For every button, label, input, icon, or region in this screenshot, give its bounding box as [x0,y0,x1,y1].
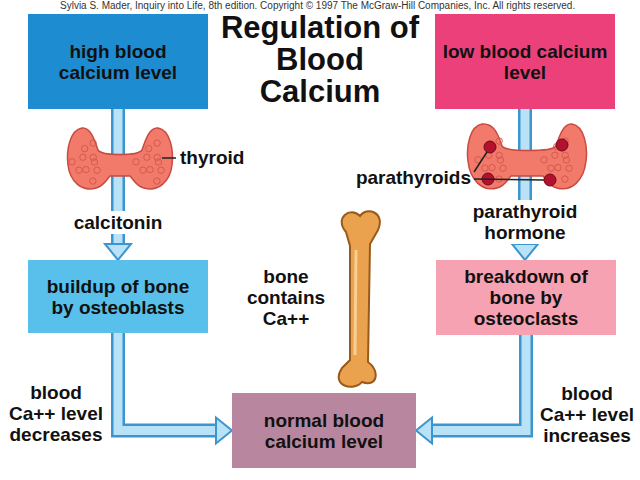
thyroid-outline [68,128,173,189]
box-text: high blood calcium level [34,41,202,83]
parathyroid-dot [544,174,556,186]
part-label: bone contains Ca++ [236,266,336,329]
box-text: normal blood calcium level [238,410,410,452]
arrow-head [416,418,432,444]
gland-texture [81,145,87,151]
part-label: thyroid [180,147,270,168]
gland-texture [90,140,96,146]
parathyroid-glands [468,124,587,189]
arrow-label: blood Ca++ level increases [537,383,637,446]
arrow-head [216,418,232,444]
gland-texture [83,166,89,172]
gland-texture [144,154,150,160]
box-text: buildup of bone by osteoblasts [34,276,202,318]
condition-box: high blood calcium level [28,14,208,109]
result-box: normal blood calcium level [232,393,416,468]
thyroid-outline [468,124,587,189]
flow-arrow [416,335,526,444]
thyroid-gland [68,128,176,189]
arrow-label: parathyroid hormone [447,200,603,244]
gland-texture [482,165,488,171]
parathyroid-dot [556,139,568,151]
gland-texture [552,152,558,158]
bone-outline [339,211,380,387]
gland-texture [548,165,554,171]
arrow-head [105,244,131,260]
gland-texture [147,166,153,172]
gland-texture [76,167,82,173]
gland-texture [69,159,75,165]
flow-arrow [118,333,232,444]
copyright-note: Sylvia S. Mader, Inquiry into Life, 8th … [60,0,635,12]
arrow-body [430,335,526,431]
gland-texture [541,157,547,163]
diagram-title: Regulation of Blood Calcium [212,12,428,108]
arrow-label: calcitonin [71,211,166,234]
gland-texture [566,165,572,171]
gland-texture [496,138,502,144]
flow-arrow [105,109,131,260]
process-box: buildup of bone by osteoblasts [28,260,208,333]
thyroid-texture [69,140,164,184]
bone-illustration [339,211,380,387]
gland-texture [562,152,568,158]
gland-texture [90,154,96,160]
gland-texture [154,154,160,160]
gland-texture [145,145,151,151]
part-label: parathyroids [318,167,471,188]
gland-texture [90,178,96,184]
gland-texture [563,157,569,163]
gland-texture [80,154,86,160]
gland-texture [497,157,503,163]
gland-texture [562,176,568,182]
gland-texture [158,167,164,173]
leader-line [474,179,544,180]
arrow-label: blood Ca++ level decreases [6,382,106,445]
gland-texture [496,152,502,158]
box-text: breakdown of bone by osteoclasts [442,266,610,329]
arrow-head [512,244,538,260]
leader-line [162,157,176,159]
gland-texture [91,159,97,165]
gland-texture [489,164,495,170]
process-box: breakdown of bone by osteoclasts [436,260,616,335]
gland-texture [133,159,139,165]
bone-highlight [355,250,356,355]
arrow-body [118,333,218,431]
leader-line [474,152,487,172]
parathyroid-dot [484,141,496,153]
gland-texture [154,140,160,146]
gland-texture [555,164,561,170]
arrow-outline [118,333,218,431]
gland-texture [155,159,161,165]
gland-texture [154,178,160,184]
arrow-outline [430,335,526,431]
gland-texture [500,165,506,171]
box-text: low blood calcium level [441,41,609,83]
gland-texture [140,167,146,173]
condition-box: low blood calcium level [435,14,615,109]
gland-texture [94,167,100,173]
